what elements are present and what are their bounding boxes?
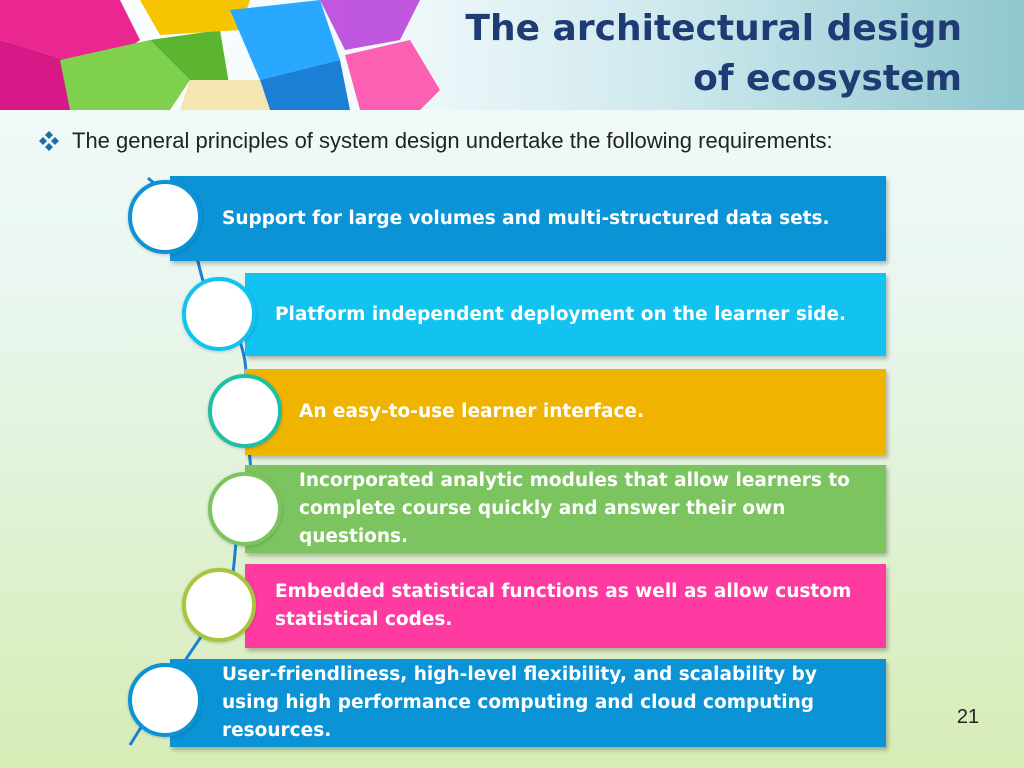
requirement-box: Platform independent deployment on the l… [245, 273, 886, 356]
requirement-circle-marker [208, 472, 282, 546]
requirement-box: Incorporated analytic modules that allow… [245, 465, 886, 553]
title-line-1: The architectural design [465, 8, 962, 49]
requirement-box: Support for large volumes and multi-stru… [170, 176, 886, 261]
requirement-text: An easy-to-use learner interface. [299, 401, 644, 422]
page-number: 21 [956, 706, 980, 728]
four-diamond-bullet-icon [39, 131, 59, 151]
slide-title: The architectural design of ecosystem [465, 4, 962, 104]
requirement-circle-marker [128, 180, 202, 254]
requirement-text: Embedded statistical functions as well a… [275, 581, 852, 630]
requirement-text: Incorporated analytic modules that allow… [299, 470, 850, 547]
title-line-2: of ecosystem [693, 58, 962, 99]
requirement-circle-marker [182, 568, 256, 642]
requirement-circle-marker [182, 277, 256, 351]
requirement-circle-marker [128, 663, 202, 737]
slide-header: The architectural design of ecosystem [0, 0, 1024, 110]
requirement-box: User-friendliness, high-level flexibilit… [170, 659, 886, 747]
requirement-text: Support for large volumes and multi-stru… [222, 207, 830, 229]
requirement-box: An easy-to-use learner interface. [245, 369, 886, 455]
intro-text: The general principles of system design … [72, 128, 833, 153]
colored-cubes-decoration [0, 0, 440, 110]
requirement-text: Platform independent deployment on the l… [275, 303, 847, 325]
requirement-text: User-friendliness, high-level flexibilit… [222, 664, 817, 741]
requirement-circle-marker [208, 374, 282, 448]
requirement-box: Embedded statistical functions as well a… [245, 564, 886, 648]
intro-line: The general principles of system design … [38, 128, 1008, 154]
